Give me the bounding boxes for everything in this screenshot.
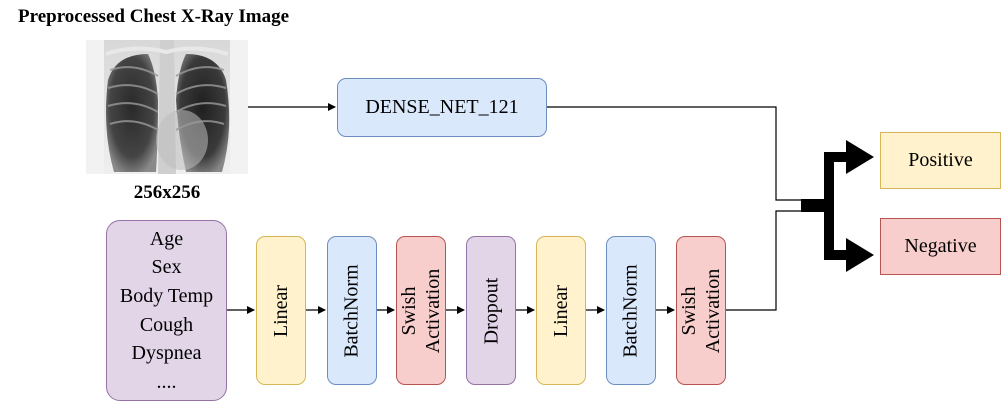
feature-age: Age <box>149 227 184 250</box>
output-negative-label: Negative <box>904 235 977 257</box>
line-densenet-to-merge <box>547 106 801 201</box>
feature-ellipsis: .... <box>156 370 177 393</box>
diagram-title: Preprocessed Chest X-Ray Image <box>18 6 290 27</box>
chest-xray-image <box>86 40 248 174</box>
output-positive-label: Positive <box>908 149 973 171</box>
feature-body-temp: Body Temp <box>119 284 214 307</box>
feature-sex: Sex <box>151 256 182 279</box>
layer-batchnorm-1: BatchNorm <box>327 236 377 385</box>
feature-cough: Cough <box>139 313 194 336</box>
layer-linear-2: Linear <box>536 236 586 385</box>
clinical-features-box: Age Sex Body Temp Cough Dyspnea .... <box>106 220 227 401</box>
image-size-caption: 256x256 <box>133 182 201 203</box>
layer-linear-1: Linear <box>256 236 306 385</box>
layer-swish-2: Swish Activation <box>676 236 726 385</box>
feature-dyspnea: Dyspnea <box>131 342 202 365</box>
output-positive: Positive <box>880 132 1001 189</box>
layer-batchnorm-2: BatchNorm <box>606 236 656 385</box>
line-swish-to-merge <box>726 210 801 311</box>
densenet-label: DENSE_NET_121 <box>365 96 519 118</box>
layer-swish-1: Swish Activation <box>396 236 446 385</box>
fork-arrow-icon <box>801 140 874 272</box>
output-negative: Negative <box>880 218 1001 275</box>
densenet-block: DENSE_NET_121 <box>337 78 547 137</box>
layer-dropout: Dropout <box>466 236 516 385</box>
